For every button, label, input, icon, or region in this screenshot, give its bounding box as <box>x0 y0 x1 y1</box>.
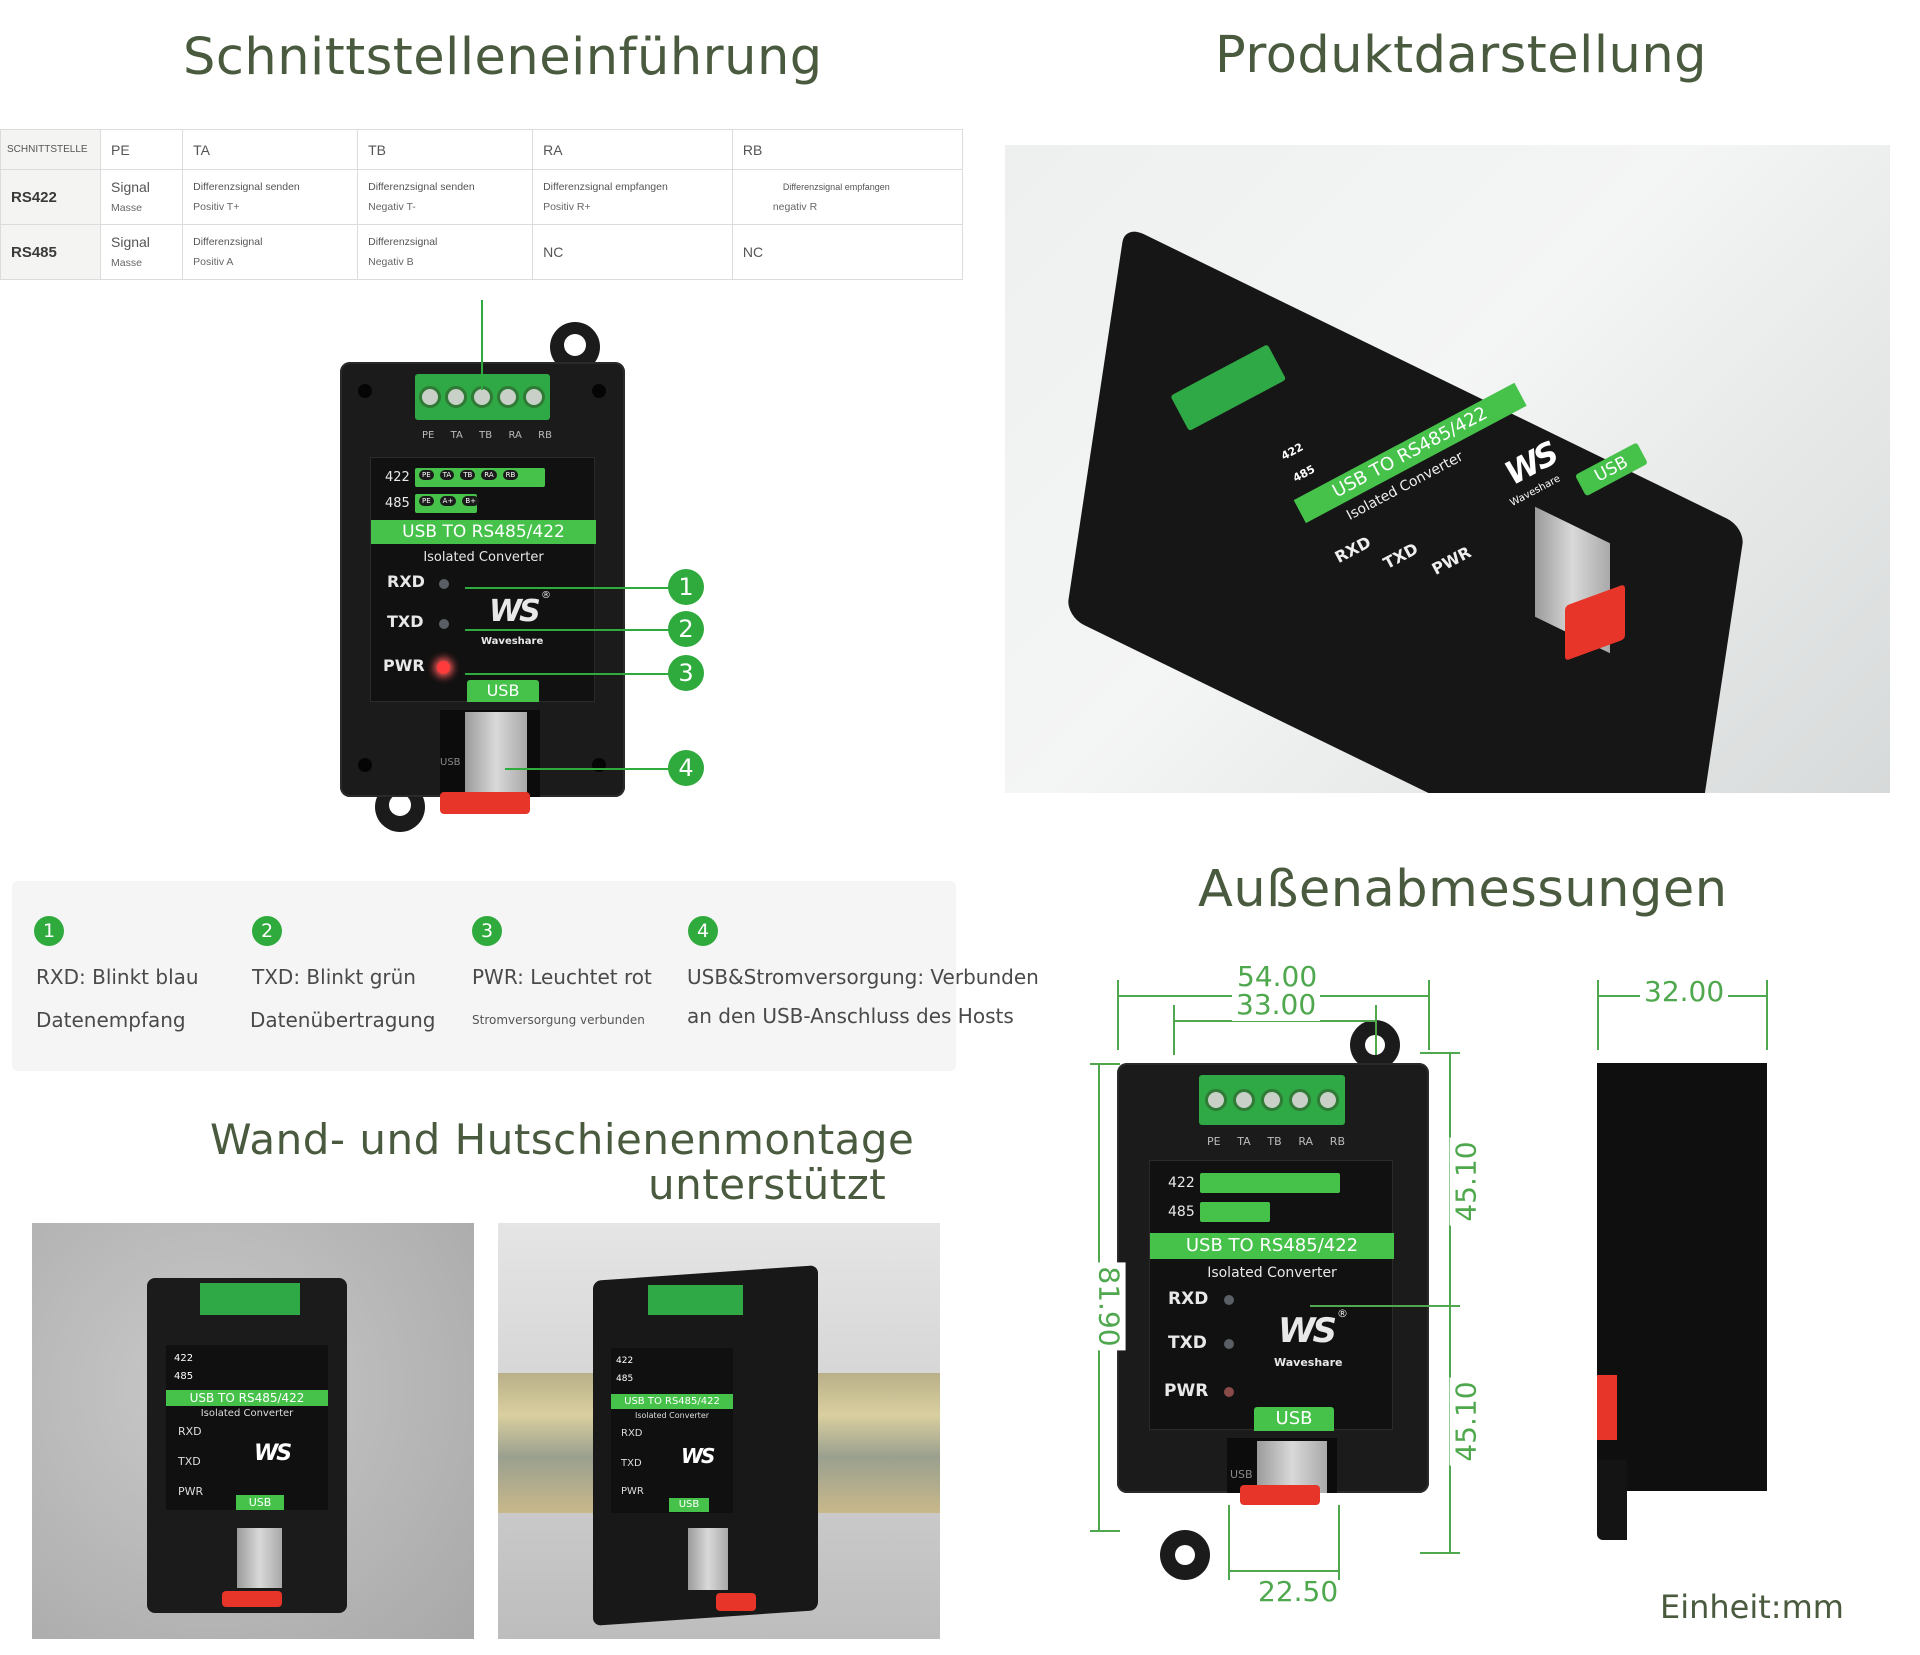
usb-band: USB <box>467 680 539 702</box>
pins-422: PE TA TB RA RB <box>419 470 519 480</box>
legend-4-line1: USB&Stromversorgung: Verbunden <box>687 965 1039 989</box>
legend-num-2: 2 <box>252 916 282 946</box>
interface-table: SCHNITTSTELLE PE TA TB RA RB RS422 Signa… <box>0 129 964 280</box>
row-header-rs485: RS485 <box>0 224 101 280</box>
legend-num-3: 3 <box>472 916 502 946</box>
cell-rs485-ra: NC <box>532 224 733 280</box>
callout-3: 3 <box>668 655 704 691</box>
product-subtitle: Isolated Converter <box>423 550 544 565</box>
dim-height-total: 81.90 <box>1092 1262 1126 1351</box>
col-header-ra: RA <box>532 129 733 170</box>
unit-label: Einheit:mm <box>1660 1588 1844 1626</box>
table-corner-cell: SCHNITTSTELLE <box>0 129 101 170</box>
mounting-heading-line1: Wand- und Hutschienenmontage <box>210 1115 915 1164</box>
photo-title-band: USB TO RS485/422 <box>1293 382 1527 524</box>
txd-label: TXD <box>387 612 424 631</box>
col-header-pe: PE <box>99 129 184 170</box>
wall-mount-photo: 422 485 USB TO RS485/422 Isolated Conver… <box>32 1223 474 1639</box>
dim-width-total: 54.00 <box>1233 960 1322 993</box>
product-title-band: USB TO RS485/422 <box>371 520 596 544</box>
waveshare-logo-icon: WS <box>489 594 541 629</box>
callout-4: 4 <box>668 750 704 786</box>
col-header-ta: TA <box>182 129 359 170</box>
table-header-row: SCHNITTSTELLE PE TA TB RA RB <box>0 129 964 170</box>
col-header-tb: TB <box>357 129 534 170</box>
terminal-screw <box>523 386 545 408</box>
legend-3-line1: PWR: Leuchtet rot <box>472 965 652 989</box>
pwr-led <box>437 661 450 674</box>
pins-485: PE A+ B+ <box>419 496 479 506</box>
din-rail-photo: 422 485 USB TO RS485/422 Isolated Conver… <box>498 1223 940 1639</box>
callout-2: 2 <box>668 611 704 647</box>
legend-1-line1: RXD: Blinkt blau <box>36 965 199 989</box>
legend-2-line1: TXD: Blinkt grün <box>252 965 416 989</box>
dimensions-heading: Außenabmessungen <box>1198 860 1728 919</box>
legend-num-4: 4 <box>688 916 718 946</box>
callout-1: 1 <box>668 569 704 605</box>
dim-usb-offset: 22.50 <box>1258 1575 1339 1608</box>
dim-height-lower: 45.10 <box>1449 1377 1483 1466</box>
interface-heading: Schnittstelleneinführung <box>183 28 823 87</box>
rail-logo-icon: WS <box>681 1444 715 1468</box>
side-view-body <box>1597 1063 1767 1491</box>
dim-depth: 32.00 <box>1640 975 1729 1008</box>
product-heading: Produktdarstellung <box>1215 26 1708 85</box>
txd-led <box>439 619 449 629</box>
dim-height-upper: 45.10 <box>1449 1137 1483 1226</box>
dim-width-inner: 33.00 <box>1232 988 1321 1021</box>
product-photo: 422 485 USB TO RS485/422 Isolated Conver… <box>1005 145 1890 793</box>
dim-waveshare-logo-icon: WS <box>1278 1311 1337 1351</box>
legend-1-line2: Datenempfang <box>36 1008 186 1032</box>
front-panel: 422 PE TA TB RA RB 485 PE A+ B+ USB TO R… <box>370 457 596 702</box>
legend-2-line2: Datenübertragung <box>250 1008 436 1032</box>
wall-logo-icon: WS <box>254 1441 292 1466</box>
legend-num-1: 1 <box>34 916 64 946</box>
brand-label: Waveshare <box>481 636 544 647</box>
legend-4-line2: an den USB-Anschluss des Hosts <box>687 1004 1014 1028</box>
mounting-heading-line2: unterstützt <box>648 1160 887 1209</box>
usb-connector <box>465 712 527 794</box>
led-legend: 1 RXD: Blinkt blau Datenempfang 2 TXD: B… <box>12 881 1039 1071</box>
terminal-screw <box>445 386 467 408</box>
cell-rs485-rb: NC <box>731 224 964 280</box>
terminal-screw <box>419 386 441 408</box>
row-header-rs422: RS422 <box>0 169 101 225</box>
terminal-screw <box>497 386 519 408</box>
col-header-rb: RB <box>731 129 964 170</box>
legend-3-line2: Stromversorgung verbunden <box>472 1013 645 1027</box>
din-clip <box>440 792 530 814</box>
rxd-led <box>439 579 449 589</box>
rxd-label: RXD <box>387 572 425 591</box>
pwr-label: PWR <box>383 656 425 675</box>
